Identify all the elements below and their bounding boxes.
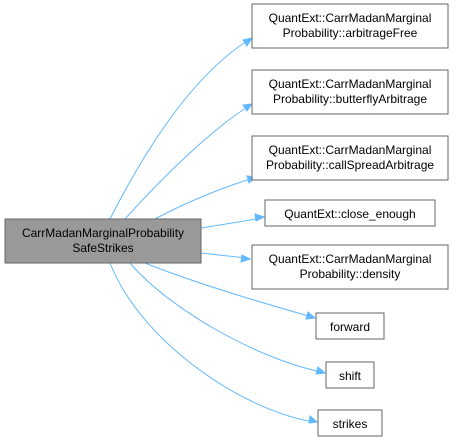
edge-to-call-spread-arbitrage <box>154 175 258 220</box>
edge-to-strikes <box>109 262 319 424</box>
root-node-carr-madan-safe-strikes[interactable]: CarrMadanMarginalProbability SafeStrikes <box>4 218 202 264</box>
edge-to-forward <box>144 262 317 320</box>
node-density[interactable]: QuantExt::CarrMadanMarginal Probability:… <box>251 244 449 290</box>
node-forward[interactable]: forward <box>315 312 385 340</box>
node-label-line1: QuantExt::CarrMadanMarginal <box>269 143 432 157</box>
node-call-spread-arbitrage[interactable]: QuantExt::CarrMadanMarginal Probability:… <box>251 135 449 181</box>
node-strikes[interactable]: strikes <box>317 409 383 437</box>
node-shift[interactable]: shift <box>325 361 375 389</box>
node-label-line2: Probability::callSpreadArbitrage <box>266 158 434 172</box>
node-label-line1: QuantExt::CarrMadanMarginal <box>269 77 432 91</box>
node-label-line1: strikes <box>333 417 368 431</box>
edge-to-arbitrage-free <box>109 37 254 220</box>
node-label-line2: Probability::butterflyArbitrage <box>273 92 427 106</box>
node-butterfly-arbitrage[interactable]: QuantExt::CarrMadanMarginal Probability:… <box>251 69 449 115</box>
node-label-line2: Probability::arbitrageFree <box>283 26 418 40</box>
root-node-label-line1: CarrMadanMarginalProbability <box>22 226 184 240</box>
node-label-line1: shift <box>339 369 362 383</box>
node-label-line1: QuantExt::CarrMadanMarginal <box>269 11 432 25</box>
node-label-line1: forward <box>330 320 370 334</box>
node-arbitrage-free[interactable]: QuantExt::CarrMadanMarginal Probability:… <box>251 3 449 49</box>
node-label-line1: QuantExt::close_enough <box>284 207 415 221</box>
node-label-line1: QuantExt::CarrMadanMarginal <box>269 252 432 266</box>
edge-to-shift <box>129 262 327 375</box>
node-close-enough[interactable]: QuantExt::close_enough <box>264 199 436 227</box>
edges <box>109 37 327 424</box>
node-label-line2: Probability::density <box>300 267 401 281</box>
edge-to-density <box>200 252 252 263</box>
root-node-label-line2: SafeStrikes <box>72 241 133 255</box>
edge-to-butterfly-arbitrage <box>124 103 254 220</box>
edge-to-close-enough <box>200 213 266 229</box>
